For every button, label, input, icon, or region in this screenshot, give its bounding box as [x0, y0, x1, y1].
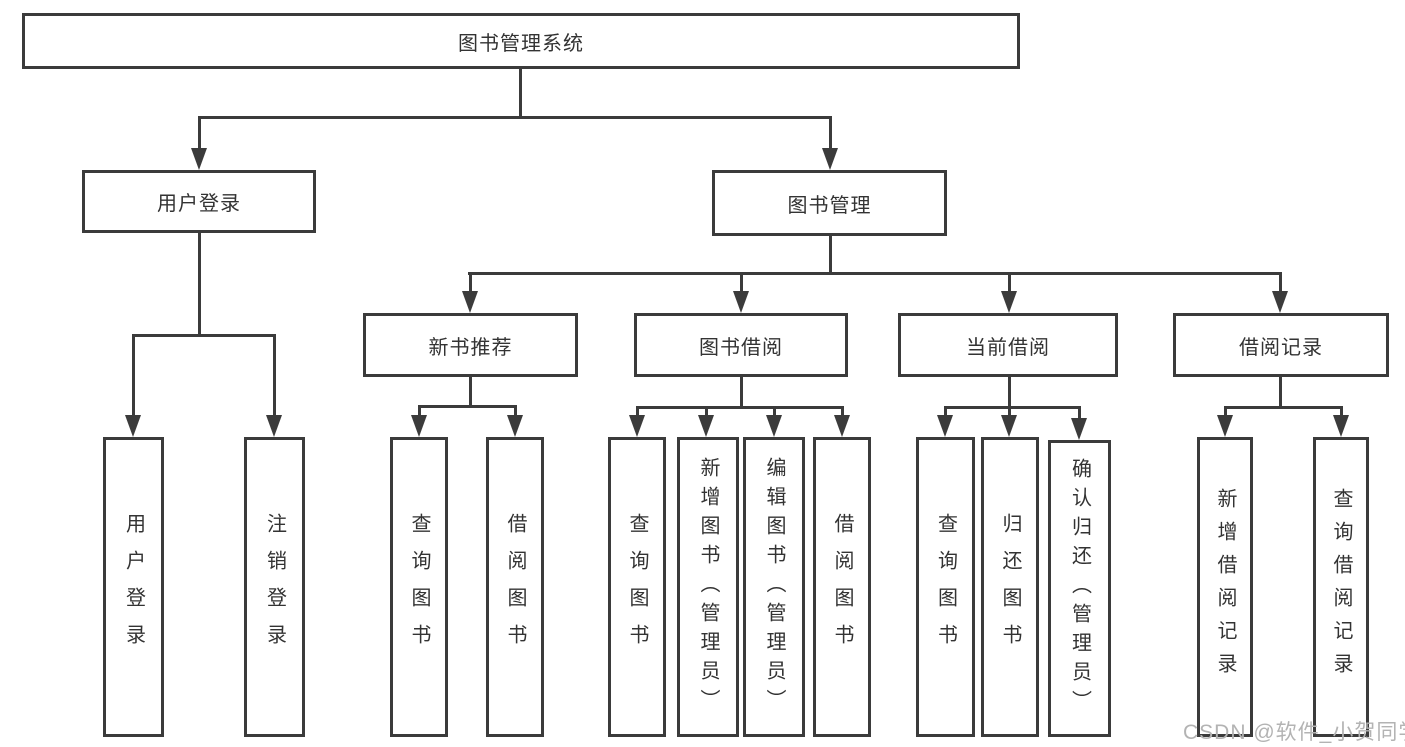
node-label: 用户登录 — [157, 193, 241, 215]
node-current-borrowing: 当前借阅 — [898, 313, 1118, 377]
leaf-borrow-query-books: 查询图书 — [608, 437, 666, 737]
connector-line — [198, 116, 832, 119]
leaf-borrow-add-books-admin: 新增图书（管理员） — [677, 437, 739, 737]
connector-line — [705, 406, 708, 417]
arrowhead-down — [411, 415, 427, 437]
leaf-label: 查询图书 — [934, 513, 957, 661]
connector-line — [636, 406, 844, 409]
leaf-label: 确认归还（管理员） — [1068, 458, 1091, 719]
arrowhead-down — [937, 415, 953, 437]
connector-line — [469, 377, 472, 408]
node-book-management: 图书管理 — [712, 170, 947, 236]
connector-line — [132, 334, 135, 417]
connector-line — [1078, 406, 1081, 419]
arrowhead-down — [766, 415, 782, 437]
connector-line — [1008, 406, 1011, 417]
arrowhead-down — [191, 148, 207, 170]
arrowhead-down — [1333, 415, 1349, 437]
arrowhead-down — [629, 415, 645, 437]
leaf-records-add-record: 新增借阅记录 — [1197, 437, 1253, 737]
node-user-login: 用户登录 — [82, 170, 316, 233]
connector-line — [514, 405, 517, 417]
connector-line — [519, 69, 522, 117]
connector-line — [468, 272, 1282, 275]
leaf-current-query-books: 查询图书 — [916, 437, 975, 737]
node-label: 图书管理 — [787, 194, 872, 217]
arrowhead-down — [1272, 291, 1288, 313]
node-label: 新书推荐 — [428, 336, 513, 359]
leaf-borrow-edit-books-admin: 编辑图书（管理员） — [743, 437, 805, 737]
leaf-label: 查询图书 — [626, 513, 648, 661]
connector-line — [636, 406, 639, 417]
leaf-user-login: 用户登录 — [103, 437, 164, 737]
arrowhead-down — [507, 415, 523, 437]
leaf-label: 查询图书 — [408, 513, 430, 661]
node-book-borrowing: 图书借阅 — [634, 313, 848, 377]
arrowhead-down — [698, 415, 714, 437]
node-library-management-system: 图书管理系统 — [22, 13, 1020, 69]
connector-line — [944, 406, 947, 417]
leaf-label: 查询借阅记录 — [1330, 488, 1352, 686]
arrowhead-down — [1071, 418, 1087, 440]
connector-line — [740, 272, 743, 293]
leaf-logout: 注销登录 — [244, 437, 305, 737]
leaf-records-query-record: 查询借阅记录 — [1313, 437, 1369, 737]
connector-line — [418, 405, 421, 417]
connector-line — [829, 236, 832, 274]
node-label: 图书借阅 — [699, 336, 783, 359]
connector-line — [1224, 406, 1227, 417]
connector-line — [841, 406, 844, 417]
leaf-label: 新增图书（管理员） — [697, 456, 719, 718]
connector-line — [773, 406, 776, 417]
arrowhead-down — [1001, 415, 1017, 437]
leaf-current-confirm-return-admin: 确认归还（管理员） — [1048, 440, 1111, 737]
node-new-book-recommendation: 新书推荐 — [363, 313, 578, 377]
leaf-newbook-query-books: 查询图书 — [390, 437, 448, 737]
connector-line — [1279, 272, 1282, 293]
connector-line — [1008, 272, 1011, 293]
connector-line — [198, 233, 201, 336]
node-label: 当前借阅 — [966, 336, 1050, 359]
arrowhead-down — [125, 415, 141, 437]
connector-line — [132, 334, 276, 337]
csdn-watermark: CSDN @软件_小贺同学 — [1183, 721, 1405, 744]
node-label: 借阅记录 — [1239, 336, 1323, 359]
leaf-label: 新增借阅记录 — [1214, 488, 1236, 686]
connector-line — [198, 116, 201, 149]
connector-line — [1224, 406, 1343, 409]
connector-line — [418, 405, 517, 408]
leaf-label: 归还图书 — [999, 513, 1021, 661]
connector-line — [1279, 377, 1282, 408]
connector-line — [1340, 406, 1343, 417]
node-label: 图书管理系统 — [458, 32, 584, 55]
leaf-label: 用户登录 — [122, 513, 145, 661]
arrowhead-down — [266, 415, 282, 437]
connector-line — [469, 272, 472, 293]
leaf-label: 注销登录 — [263, 513, 286, 661]
leaf-label: 编辑图书（管理员） — [763, 456, 785, 718]
leaf-newbook-borrow-books: 借阅图书 — [486, 437, 544, 737]
arrowhead-down — [733, 291, 749, 313]
leaf-label: 借阅图书 — [831, 513, 853, 661]
arrowhead-down — [1217, 415, 1233, 437]
node-borrowing-records: 借阅记录 — [1173, 313, 1389, 377]
arrowhead-down — [462, 291, 478, 313]
leaf-label: 借阅图书 — [504, 513, 526, 661]
leaf-current-return-books: 归还图书 — [981, 437, 1039, 737]
arrowhead-down — [822, 148, 838, 170]
connector-line — [829, 116, 832, 149]
leaf-borrow-borrow-books: 借阅图书 — [813, 437, 871, 737]
connector-line — [944, 406, 1081, 409]
arrowhead-down — [834, 415, 850, 437]
connector-line — [273, 334, 276, 417]
connector-line — [1008, 377, 1011, 408]
connector-line — [740, 377, 743, 408]
arrowhead-down — [1001, 291, 1017, 313]
